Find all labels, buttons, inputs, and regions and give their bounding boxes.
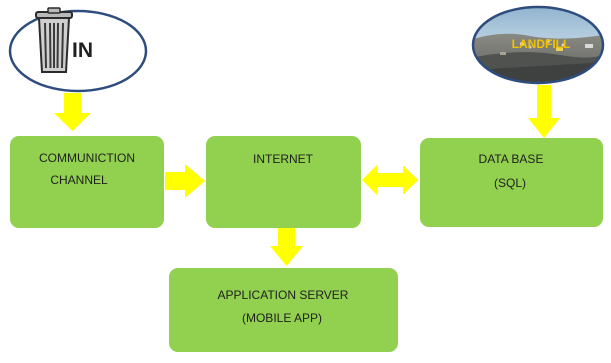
landfill-node: LANDFILL — [471, 5, 605, 85]
arrow-channel-to-internet — [165, 164, 205, 198]
arrow-landfill-to-database — [528, 85, 560, 138]
trash-can-icon — [35, 7, 73, 73]
internet-box: INTERNET — [206, 136, 361, 228]
application-server-line2: (MOBILE APP) — [242, 311, 322, 325]
arrow-bin-to-channel — [54, 93, 91, 131]
landfill-ellipse — [471, 5, 605, 85]
bin-label: IN — [72, 39, 93, 62]
database-line2: (SQL) — [494, 176, 526, 190]
application-server-line1: APPLICATION SERVER — [218, 288, 349, 302]
database-line1: DATA BASE — [479, 152, 544, 166]
database-box: DATA BASE (SQL) — [420, 138, 603, 227]
arrow-internet-to-server — [270, 226, 303, 266]
application-server-box: APPLICATION SERVER (MOBILE APP) — [169, 268, 398, 352]
internet-label: INTERNET — [253, 152, 314, 166]
communication-channel-box: COMMUNICTION CHANNEL — [10, 136, 164, 228]
landfill-label: LANDFILL — [512, 37, 571, 51]
arrow-internet-database-bidirectional — [362, 165, 418, 195]
bin-node: IN — [8, 7, 148, 93]
communication-channel-line1: COMMUNICTION — [39, 151, 135, 165]
communication-channel-line2: CHANNEL — [50, 173, 108, 187]
